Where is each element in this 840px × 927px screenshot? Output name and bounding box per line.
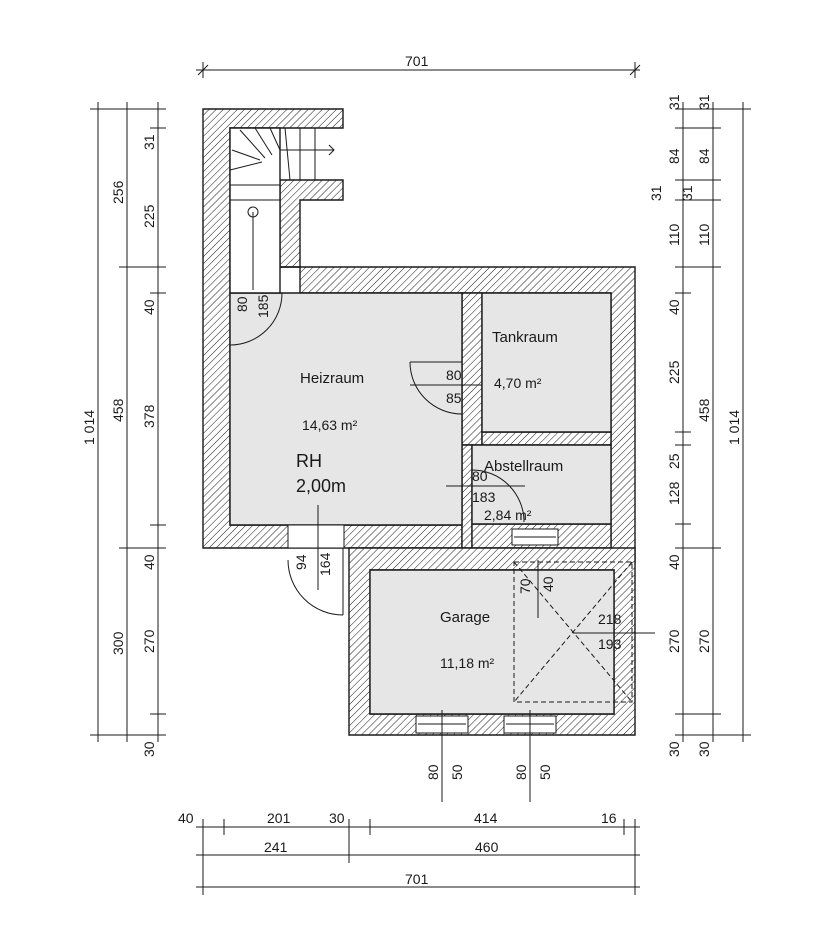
dim-right-84: 84 — [666, 148, 682, 164]
dim-right-25: 25 — [666, 453, 682, 469]
abstell-door-width: 80 — [472, 468, 488, 484]
rh-value: 2,00m — [296, 476, 346, 496]
dim-right-30: 30 — [666, 741, 682, 757]
dim-bottom-30: 30 — [329, 810, 345, 826]
garage-side-window-height: 40 — [540, 576, 556, 592]
garage-window-left-width: 80 — [425, 764, 441, 780]
dim-bottom-414: 414 — [474, 810, 498, 826]
dim-bottom-16: 16 — [601, 810, 617, 826]
dim-right-mid-31a: 31 — [696, 94, 712, 110]
garage-gate-width: 218 — [598, 611, 622, 627]
dim-left-300: 300 — [110, 631, 126, 655]
floor-stair — [229, 127, 281, 294]
dim-bottom-241: 241 — [264, 839, 288, 855]
floor-tankraum — [481, 292, 612, 433]
dim-right-mid-110: 110 — [696, 223, 712, 246]
abstell-door-height: 183 — [472, 489, 496, 505]
door-swings — [229, 292, 525, 616]
dim-right-40b: 40 — [666, 554, 682, 570]
entry-door-height: 164 — [317, 552, 333, 576]
dim-right-mid-458: 458 — [696, 398, 712, 422]
dim-right-mid-270: 270 — [696, 629, 712, 653]
dim-right-40a: 40 — [666, 299, 682, 315]
dim-right-110: 110 — [666, 223, 682, 246]
entry-door-width: 94 — [293, 554, 309, 570]
dim-bottom-201: 201 — [267, 810, 291, 826]
floor-heizraum — [229, 292, 463, 526]
dim-right-31b: 31 — [648, 185, 664, 201]
dim-left-256: 256 — [110, 180, 126, 204]
dim-left-225: 225 — [141, 204, 157, 228]
dim-bottom-40: 40 — [178, 810, 194, 826]
floors — [229, 127, 615, 715]
dim-left-40b: 40 — [141, 554, 157, 570]
dim-left-458: 458 — [110, 398, 126, 422]
dim-left-outer: 1 014 — [81, 410, 97, 445]
wall-tank-left — [461, 292, 483, 446]
dim-right-mid-31b: 31 — [679, 185, 695, 201]
dim-left-40a: 40 — [141, 299, 157, 315]
wall-tank-bottom — [481, 431, 612, 446]
stair-door-height: 185 — [255, 294, 271, 318]
heizraum-area: 14,63 m² — [302, 417, 358, 433]
tank-door-height: 85 — [446, 390, 462, 406]
garage-window-right-width: 80 — [513, 764, 529, 780]
dim-left-31: 31 — [141, 134, 157, 150]
dim-right-225: 225 — [666, 360, 682, 384]
tankraum-area: 4,70 m² — [494, 375, 542, 391]
dim-bottom-total: 701 — [405, 871, 429, 887]
rh-label: RH — [296, 451, 322, 471]
garage-area: 11,18 m² — [440, 655, 495, 671]
dim-right-31a: 31 — [666, 94, 682, 110]
tankraum-label: Tankraum — [492, 329, 558, 346]
garage-gate-height: 193 — [598, 636, 622, 652]
abstellraum-label: Abstellraum — [484, 458, 563, 475]
garage-window-right-height: 50 — [537, 764, 553, 780]
wall-mid-low — [461, 444, 473, 549]
abstellraum-area: 2,84 m² — [484, 507, 532, 523]
floor-garage — [369, 569, 615, 715]
heizraum-label: Heizraum — [300, 370, 364, 387]
garage-label: Garage — [440, 609, 490, 626]
dim-right-outer: 1 014 — [726, 410, 742, 445]
floor-abstellraum — [471, 444, 612, 525]
dim-right-128: 128 — [666, 481, 682, 505]
dim-top-total: 701 — [405, 53, 429, 69]
staircase — [229, 127, 335, 290]
window-guide-lines — [317, 384, 531, 802]
dim-right-mid-84: 84 — [696, 148, 712, 164]
dimension-lines — [90, 62, 751, 895]
dim-left-30: 30 — [141, 741, 157, 757]
garage-side-window-width: 70 — [517, 578, 533, 594]
garage-window-left-height: 50 — [449, 764, 465, 780]
dim-right-270: 270 — [666, 629, 682, 653]
garage-gate — [513, 560, 655, 703]
tank-door-width: 80 — [446, 367, 462, 383]
dim-left-378: 378 — [141, 404, 157, 428]
stair-door-width: 80 — [234, 296, 250, 312]
dim-right-mid-30: 30 — [696, 741, 712, 757]
wall-stair-right — [279, 179, 344, 268]
dim-left-270: 270 — [141, 629, 157, 653]
dim-bottom-460: 460 — [475, 839, 499, 855]
